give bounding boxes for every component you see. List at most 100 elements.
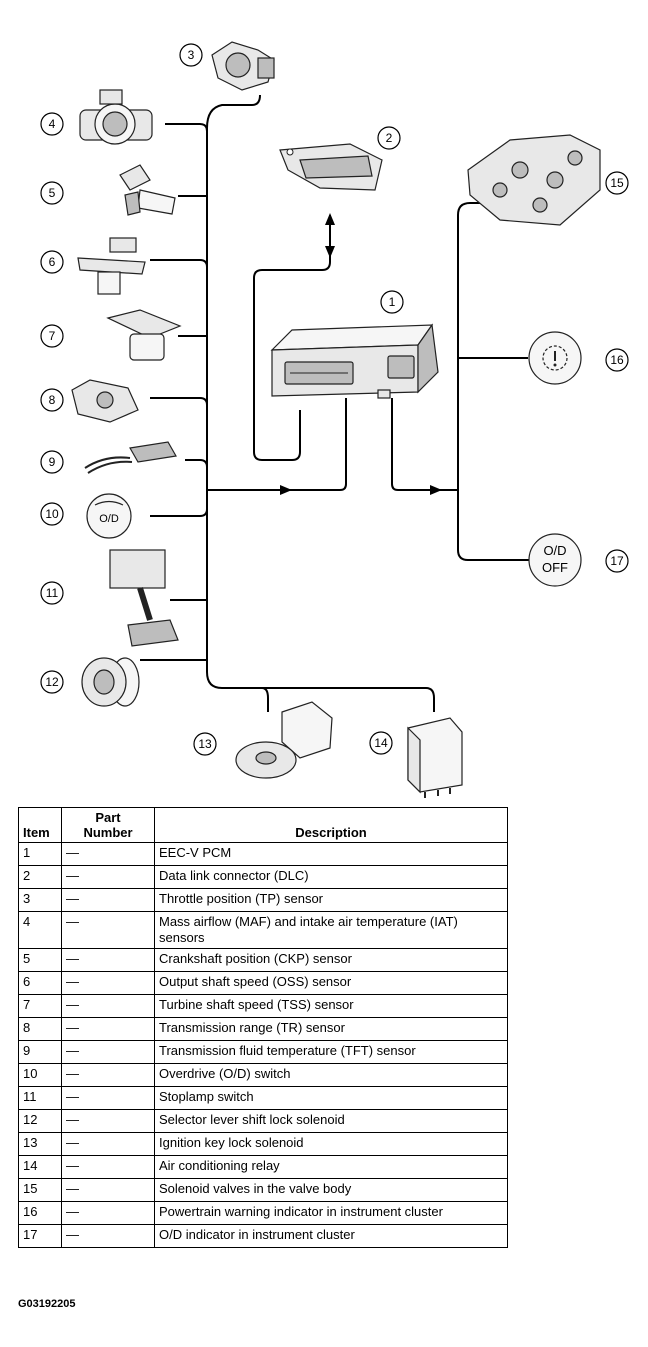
cell-item: 8 [18, 1017, 62, 1041]
svg-text:15: 15 [610, 176, 624, 190]
cell-part-number: — [61, 1040, 155, 1064]
cell-item: 3 [18, 888, 62, 912]
cell-description: Turbine shaft speed (TSS) sensor [154, 994, 508, 1018]
svg-text:2: 2 [386, 131, 393, 145]
callout-4: 4 [40, 112, 64, 136]
callout-14: 14 [369, 731, 393, 755]
cell-item: 2 [18, 865, 62, 889]
tss-sensor-drawing [106, 309, 182, 361]
cell-item: 10 [18, 1063, 62, 1087]
table-row: 11—Stoplamp switch [18, 1086, 508, 1110]
cell-part-number: — [61, 1063, 155, 1087]
cell-item: 12 [18, 1109, 62, 1133]
svg-text:4: 4 [49, 117, 56, 131]
ckp-sensor-drawing [119, 164, 176, 216]
callout-3: 3 [179, 43, 203, 67]
svg-text:9: 9 [49, 455, 56, 469]
figure-id: G03192205 [18, 1298, 76, 1310]
svg-text:6: 6 [49, 255, 56, 269]
od-off-label-bottom: OFF [542, 560, 568, 575]
cell-description: Output shaft speed (OSS) sensor [154, 971, 508, 995]
cell-part-number: — [61, 971, 155, 995]
table-row: 10—Overdrive (O/D) switch [18, 1063, 508, 1087]
oss-sensor-drawing [77, 237, 146, 295]
svg-text:1: 1 [389, 295, 396, 309]
callout-17: 17 [605, 549, 629, 573]
od-off-indicator-drawing: O/D OFF [528, 533, 582, 587]
callout-10: 10 [40, 502, 64, 526]
header-part-line2: Number [83, 825, 133, 840]
table-row: 4—Mass airflow (MAF) and intake air temp… [18, 911, 508, 949]
cell-part-number: — [61, 1201, 155, 1225]
header-part-line1: Part [95, 810, 121, 825]
callout-1: 1 [380, 290, 404, 314]
pcm-module-drawing [270, 323, 439, 399]
table-row: 3—Throttle position (TP) sensor [18, 888, 508, 912]
cell-item: 11 [18, 1086, 62, 1110]
cell-part-number: — [61, 1132, 155, 1156]
cell-description: Data link connector (DLC) [154, 865, 508, 889]
svg-text:13: 13 [198, 737, 212, 751]
shift-lock-solenoid-drawing [81, 657, 140, 707]
callout-6: 6 [40, 250, 64, 274]
table-row: 8—Transmission range (TR) sensor [18, 1017, 508, 1041]
svg-text:12: 12 [45, 675, 59, 689]
cell-description: Solenoid valves in the valve body [154, 1178, 508, 1202]
cell-description: Throttle position (TP) sensor [154, 888, 508, 912]
stoplamp-switch-drawing [109, 549, 179, 647]
cell-part-number: — [61, 1178, 155, 1202]
cell-item: 13 [18, 1132, 62, 1156]
cell-description: Crankshaft position (CKP) sensor [154, 948, 508, 972]
dlc-drawing [279, 143, 383, 191]
callout-13: 13 [193, 732, 217, 756]
cell-description: Transmission fluid temperature (TFT) sen… [154, 1040, 508, 1064]
cell-description: Powertrain warning indicator in instrume… [154, 1201, 508, 1225]
cell-description: Mass airflow (MAF) and intake air temper… [154, 911, 508, 949]
cell-item: 7 [18, 994, 62, 1018]
table-row: 9—Transmission fluid temperature (TFT) s… [18, 1040, 508, 1064]
cell-description: Stoplamp switch [154, 1086, 508, 1110]
tft-sensor-drawing [84, 441, 177, 474]
callout-11: 11 [40, 581, 64, 605]
cell-part-number: — [61, 1086, 155, 1110]
svg-text:11: 11 [46, 586, 59, 600]
cell-description: Selector lever shift lock solenoid [154, 1109, 508, 1133]
svg-text:10: 10 [45, 507, 59, 521]
cell-part-number: — [61, 842, 155, 866]
cell-part-number: — [61, 948, 155, 972]
cell-part-number: — [61, 865, 155, 889]
cell-description: Air conditioning relay [154, 1155, 508, 1179]
table-row: 15—Solenoid valves in the valve body [18, 1178, 508, 1202]
svg-text:5: 5 [49, 186, 56, 200]
callout-8: 8 [40, 388, 64, 412]
header-item: Item [18, 807, 62, 843]
cell-item: 5 [18, 948, 62, 972]
cell-item: 15 [18, 1178, 62, 1202]
callout-15: 15 [605, 171, 629, 195]
pcm-wiring-diagram: O/D O/D [40, 41, 629, 798]
callout-7: 7 [40, 324, 64, 348]
tr-sensor-drawing [71, 379, 139, 423]
wiring [140, 94, 530, 712]
table-row: 1—EEC-V PCM [18, 842, 508, 866]
cell-item: 4 [18, 911, 62, 949]
ac-relay-drawing [407, 717, 463, 798]
callout-16: 16 [605, 348, 629, 372]
table-row: 14—Air conditioning relay [18, 1155, 508, 1179]
table-header-row: Item Part Number Description [18, 807, 508, 843]
od-switch-label: O/D [99, 513, 119, 525]
table-row: 12—Selector lever shift lock solenoid [18, 1109, 508, 1133]
cell-description: Ignition key lock solenoid [154, 1132, 508, 1156]
od-switch-drawing: O/D [86, 493, 132, 539]
svg-text:17: 17 [610, 554, 624, 568]
cell-part-number: — [61, 1224, 155, 1248]
cell-part-number: — [61, 1109, 155, 1133]
cell-item: 1 [18, 842, 62, 866]
callout-2: 2 [377, 126, 401, 150]
table-row: 16—Powertrain warning indicator in instr… [18, 1201, 508, 1225]
table-row: 2—Data link connector (DLC) [18, 865, 508, 889]
cell-description: O/D indicator in instrument cluster [154, 1224, 508, 1248]
table-row: 13—Ignition key lock solenoid [18, 1132, 508, 1156]
cell-description: Transmission range (TR) sensor [154, 1017, 508, 1041]
